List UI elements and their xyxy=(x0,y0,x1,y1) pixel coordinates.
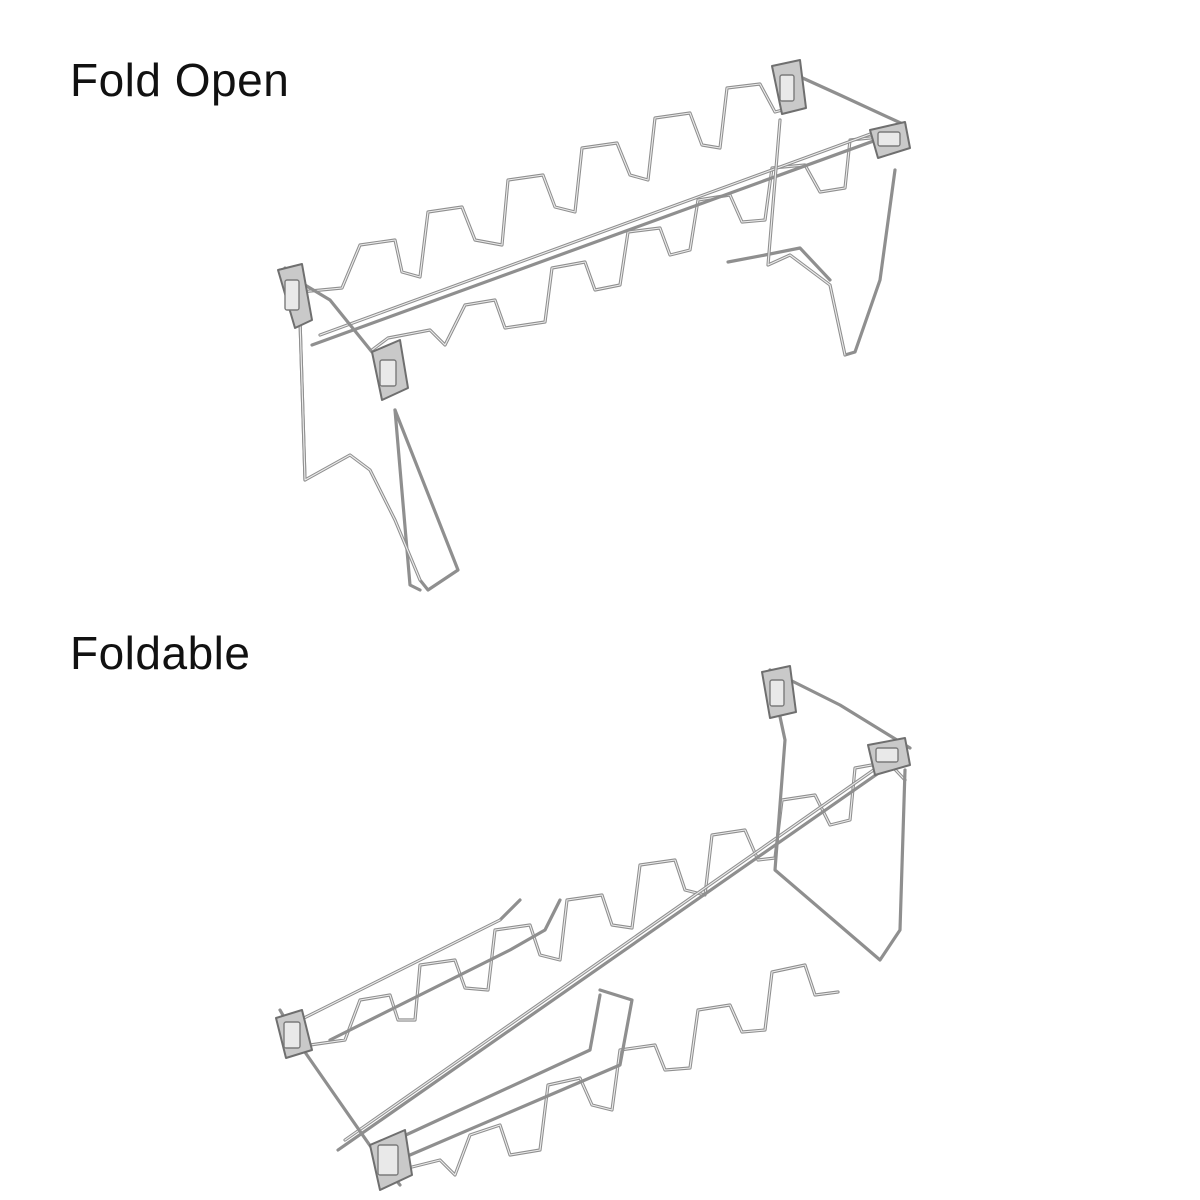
folded-rack-illustration xyxy=(275,665,912,1191)
open-rack-clips xyxy=(277,59,911,401)
open-rack-frame xyxy=(278,68,907,592)
foldable-label: Foldable xyxy=(70,627,251,679)
open-rack-illustration xyxy=(277,59,911,592)
folded-rack-frame xyxy=(278,668,912,1187)
fold-open-label: Fold Open xyxy=(70,54,290,106)
folded-rack-clips xyxy=(275,665,911,1191)
